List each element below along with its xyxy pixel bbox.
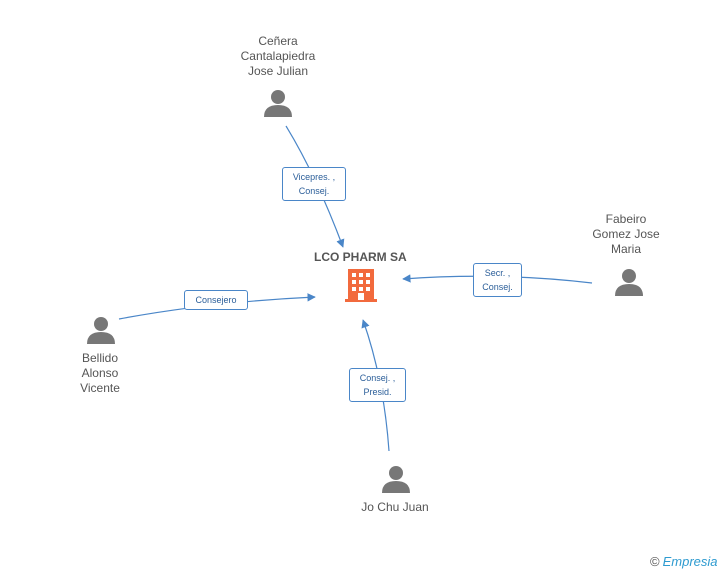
person-icon [382, 466, 410, 493]
edge-label-p1: Vicepres. , Consej. [282, 167, 346, 201]
person-name-p2[interactable]: Fabeiro Gomez Jose Maria [592, 212, 660, 256]
brand-logo: Empresia [662, 554, 718, 569]
edge-label-p2: Secr. , Consej. [473, 263, 522, 297]
person-icon [615, 269, 643, 296]
person-name-p3[interactable]: Bellido Alonso Vicente [80, 351, 120, 395]
edge-label-p4: Consej. , Presid. [349, 368, 406, 402]
building-icon [345, 269, 377, 302]
person-name-p4[interactable]: Jo Chu Juan [361, 500, 429, 514]
person-icon [264, 90, 292, 117]
brand-watermark: ©Empresia [650, 554, 718, 569]
copyright-symbol: © [650, 554, 660, 569]
edge-label-p3: Consejero [184, 290, 248, 310]
company-name[interactable]: LCO PHARM SA [314, 250, 407, 264]
person-icon [87, 317, 115, 344]
person-name-p1[interactable]: Ceñera Cantalapiedra Jose Julian [240, 34, 316, 78]
